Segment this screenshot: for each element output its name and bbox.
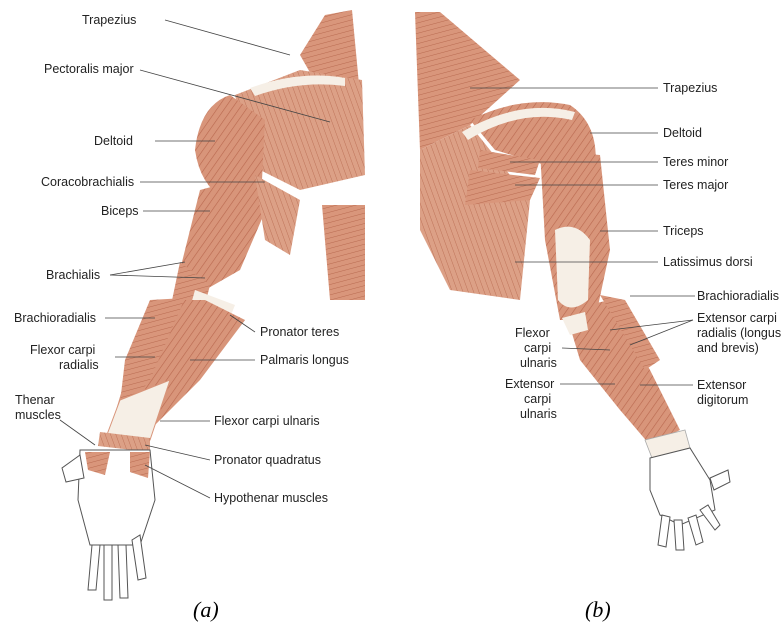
- label-biceps: Biceps: [101, 204, 139, 218]
- label-deltoid-b: Deltoid: [663, 126, 702, 140]
- triceps-tendon: [555, 227, 590, 308]
- label-flexor-carpi-radialis-2: radialis: [59, 358, 99, 372]
- label-teres-major: Teres major: [663, 178, 728, 192]
- label-extensor-carpi-ulnaris-3: ulnaris: [520, 407, 557, 421]
- label-flexor-carpi-radialis-1: Flexor carpi: [30, 343, 95, 357]
- label-brachioradialis-a: Brachioradialis: [14, 311, 96, 325]
- label-extensor-digitorum-1: Extensor: [697, 378, 746, 392]
- label-palmaris-longus: Palmaris longus: [260, 353, 349, 367]
- label-coracobrachialis: Coracobrachialis: [41, 175, 134, 189]
- label-extensor-digitorum-2: digitorum: [697, 393, 748, 407]
- label-flexor-carpi-ulnaris-a: Flexor carpi ulnaris: [214, 414, 320, 428]
- label-brachioradialis-b: Brachioradialis: [697, 289, 779, 303]
- label-pronator-teres: Pronator teres: [260, 325, 339, 339]
- label-trapezius-a: Trapezius: [82, 13, 136, 27]
- label-extensor-carpi-radialis-3: and brevis): [697, 341, 759, 355]
- label-flexor-carpi-ulnaris-b-3: ulnaris: [520, 356, 557, 370]
- label-extensor-carpi-ulnaris-2: carpi: [524, 392, 551, 406]
- hand-b: [650, 448, 730, 550]
- label-brachialis: Brachialis: [46, 268, 100, 282]
- teres-major-muscle: [465, 170, 540, 205]
- label-deltoid-a: Deltoid: [94, 134, 133, 148]
- label-pectoralis-major: Pectoralis major: [44, 62, 134, 76]
- label-extensor-carpi-radialis-1: Extensor carpi: [697, 311, 777, 325]
- label-teres-minor: Teres minor: [663, 155, 728, 169]
- coracobrachialis-muscle: [255, 175, 300, 255]
- label-extensor-carpi-radialis-2: radialis (longus: [697, 326, 781, 340]
- label-thenar-1: Thenar: [15, 393, 55, 407]
- label-flexor-carpi-ulnaris-b-2: carpi: [524, 341, 551, 355]
- label-extensor-carpi-ulnaris-1: Extensor: [505, 377, 554, 391]
- label-hypothenar-muscles: Hypothenar muscles: [214, 491, 328, 505]
- caption-b: (b): [585, 597, 611, 622]
- abdomen-muscle: [322, 205, 365, 300]
- label-triceps: Triceps: [663, 224, 704, 238]
- label-pronator-quadratus: Pronator quadratus: [214, 453, 321, 467]
- label-flexor-carpi-ulnaris-b-1: Flexor: [515, 326, 550, 340]
- label-thenar-2: muscles: [15, 408, 61, 422]
- caption-a: (a): [193, 597, 219, 622]
- label-latissimus-dorsi: Latissimus dorsi: [663, 255, 753, 269]
- figure-a-anterior-arm: [62, 10, 365, 600]
- label-trapezius-b: Trapezius: [663, 81, 717, 95]
